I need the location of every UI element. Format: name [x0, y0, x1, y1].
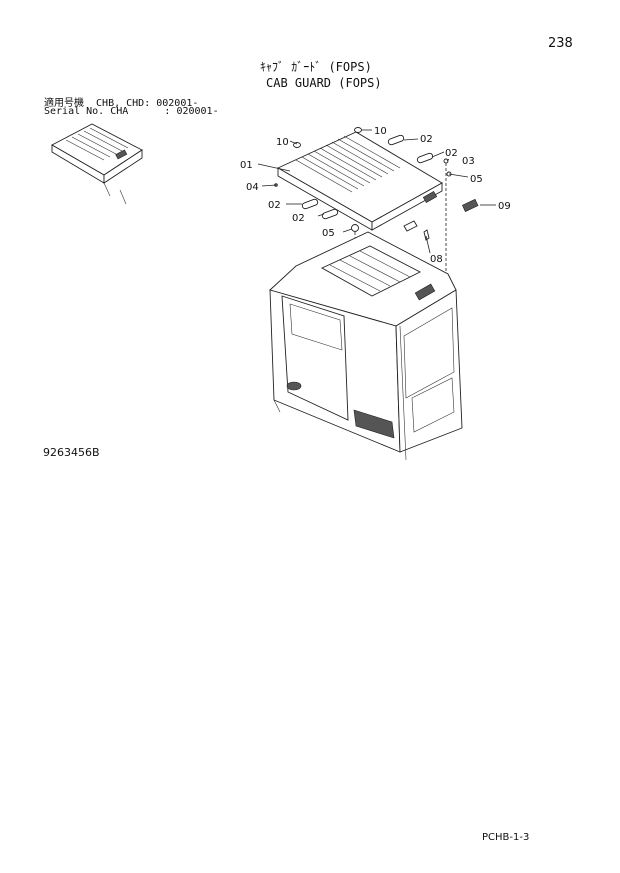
applicability-line-2: Serial No. CHA : 020001-	[44, 106, 219, 117]
callout-01: 01	[240, 160, 253, 171]
callout-10-right: 10	[374, 126, 387, 137]
callout-labels: 10 10 02 02 03 01 05 04 09 02 02 05 08	[240, 126, 511, 265]
callout-02-upper-right: 02	[420, 134, 433, 145]
cab-body	[269, 231, 463, 461]
callout-02-left: 02	[268, 200, 281, 211]
callout-03: 03	[462, 156, 475, 167]
title-english: CAB GUARD (FOPS)	[266, 76, 382, 90]
callout-05-left: 05	[322, 228, 335, 239]
callout-02-lower: 02	[292, 213, 305, 224]
drawing-number: 9263456B	[43, 446, 100, 459]
callout-10-left: 10	[276, 137, 289, 148]
callout-09: 09	[498, 201, 511, 212]
callout-04: 04	[246, 182, 259, 193]
applicability-line-1: 適用号機 CHB, CHD: 002001-	[44, 98, 199, 109]
fops-guard-plate	[277, 131, 443, 231]
leader-lines	[257, 129, 496, 290]
title-japanese: ｷｬﾌﾞ ｶﾞｰﾄﾞ (FOPS)	[260, 60, 372, 74]
hardware-parts	[274, 127, 479, 241]
callout-05-right: 05	[470, 174, 483, 185]
page-number: 238	[548, 36, 573, 51]
page-code: PCHB-1-3	[482, 832, 530, 843]
overview-sketch	[51, 123, 143, 205]
callout-02-right: 02	[445, 148, 458, 159]
callout-08: 08	[430, 254, 443, 265]
